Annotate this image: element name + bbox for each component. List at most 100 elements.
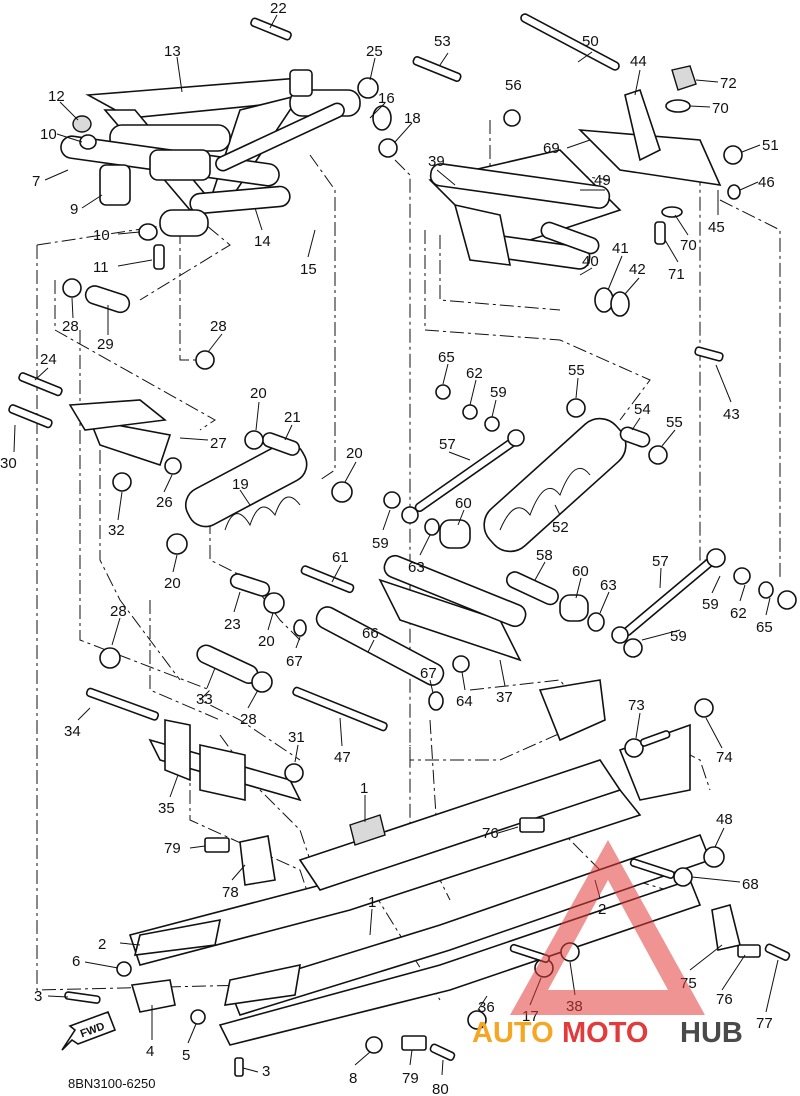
callout-55-upper: 55	[568, 362, 585, 379]
callout-10-upper: 10	[40, 126, 57, 143]
callout-73: 73	[628, 697, 645, 714]
callout-3-left: 3	[34, 988, 42, 1005]
callout-48: 48	[716, 811, 733, 828]
callout-57-left: 57	[439, 436, 456, 453]
center-shaft-assembly	[292, 554, 527, 732]
callout-70-lower: 70	[680, 237, 697, 254]
callout-61: 61	[332, 549, 349, 566]
front-shock-absorber	[166, 430, 353, 614]
callout-28-lower-left: 28	[110, 603, 127, 620]
callout-60-upper: 60	[455, 495, 472, 512]
callout-4: 4	[146, 1043, 154, 1060]
callout-10-lower: 10	[93, 227, 110, 244]
callout-16: 16	[378, 90, 395, 107]
callout-78: 78	[222, 884, 239, 901]
callout-35: 35	[158, 800, 175, 817]
callout-33: 33	[196, 691, 213, 708]
callout-8: 8	[349, 1070, 357, 1087]
callout-52: 52	[552, 519, 569, 536]
lower-axle-assembly	[85, 644, 304, 802]
watermark-text-auto: AUTO	[472, 1017, 554, 1049]
callout-67-left: 67	[286, 653, 303, 670]
callout-65-lower: 65	[756, 619, 773, 636]
callout-28-upper-left: 28	[62, 318, 79, 335]
callout-79-left: 79	[164, 840, 181, 857]
callout-63-right: 63	[600, 577, 617, 594]
rear-arm-assembly	[412, 13, 743, 362]
link-rods	[383, 384, 797, 658]
callout-32: 32	[108, 522, 125, 539]
callout-44: 44	[630, 53, 647, 70]
callout-76-lower: 76	[716, 991, 733, 1008]
callout-66: 66	[362, 625, 379, 642]
callout-27: 27	[210, 435, 227, 452]
callout-72: 72	[720, 75, 737, 92]
callout-56: 56	[505, 77, 522, 94]
callout-20-right: 20	[346, 445, 363, 462]
callout-62-lower: 62	[730, 605, 747, 622]
callout-15: 15	[300, 261, 317, 278]
callout-77: 77	[756, 1015, 773, 1032]
rear-shock-absorber	[483, 398, 668, 553]
callout-20-upper: 20	[250, 385, 267, 402]
callout-21: 21	[284, 409, 301, 426]
callout-leader-lines	[13, 14, 779, 1076]
small-hardware	[64, 698, 791, 1077]
callout-79-right: 79	[402, 1070, 419, 1087]
callout-47: 47	[334, 749, 351, 766]
fwd-arrow-icon: FWD	[61, 1010, 117, 1051]
callout-55-right: 55	[666, 414, 683, 431]
callout-45: 45	[708, 219, 725, 236]
callout-59-upper: 59	[490, 384, 507, 401]
callout-1-lower: 1	[368, 894, 376, 911]
watermark-triangle-icon	[510, 840, 705, 1015]
callout-63-left: 63	[408, 559, 425, 576]
callout-2-right: 2	[598, 901, 606, 918]
callout-1-upper: 1	[360, 780, 368, 797]
watermark-text-moto: MOTO	[562, 1017, 648, 1049]
callout-46: 46	[758, 174, 775, 191]
callout-51: 51	[762, 137, 779, 154]
callout-42: 42	[629, 261, 646, 278]
callout-30: 30	[0, 455, 17, 472]
callout-41: 41	[612, 240, 629, 257]
watermark: AUTO MOTO HUB	[472, 840, 743, 1049]
callout-labels: 22 13 25 16 18 12 10 7 9 10 11 14 15 53 …	[0, 0, 779, 1096]
callout-20-lower: 20	[258, 633, 275, 650]
callout-6: 6	[72, 953, 80, 970]
callout-68: 68	[742, 876, 759, 893]
callout-31: 31	[288, 729, 305, 746]
callout-23: 23	[224, 616, 241, 633]
callout-20-left: 20	[164, 575, 181, 592]
callout-59-left: 59	[372, 535, 389, 552]
callout-25: 25	[366, 43, 383, 60]
callout-57-right: 57	[652, 553, 669, 570]
callout-80: 80	[432, 1081, 449, 1096]
callout-69: 69	[543, 140, 560, 157]
callout-34: 34	[64, 723, 81, 740]
callout-28-upper-right: 28	[210, 318, 227, 335]
callout-59-right: 59	[702, 596, 719, 613]
callout-70-upper: 70	[712, 100, 729, 117]
callout-22: 22	[270, 0, 287, 17]
callout-39: 39	[428, 153, 445, 170]
front-bracket-assembly	[8, 278, 215, 492]
callout-43: 43	[723, 406, 740, 423]
callout-11: 11	[93, 259, 109, 276]
diagram-code: 8BN3100-6250	[68, 1076, 155, 1091]
callout-2-left: 2	[98, 936, 106, 953]
callout-37: 37	[496, 689, 513, 706]
callout-18: 18	[404, 110, 421, 127]
callout-29: 29	[97, 336, 114, 353]
callout-53: 53	[434, 33, 451, 50]
callout-74: 74	[716, 749, 733, 766]
watermark-text-hub: HUB	[680, 1017, 743, 1049]
callout-76-upper: 76	[482, 825, 499, 842]
callout-62-upper: 62	[466, 365, 483, 382]
callout-60-lower: 60	[572, 563, 589, 580]
callout-13: 13	[164, 43, 181, 60]
callout-24: 24	[40, 351, 57, 368]
front-arm-assembly	[60, 17, 398, 270]
callout-28-lower-right: 28	[240, 711, 257, 728]
